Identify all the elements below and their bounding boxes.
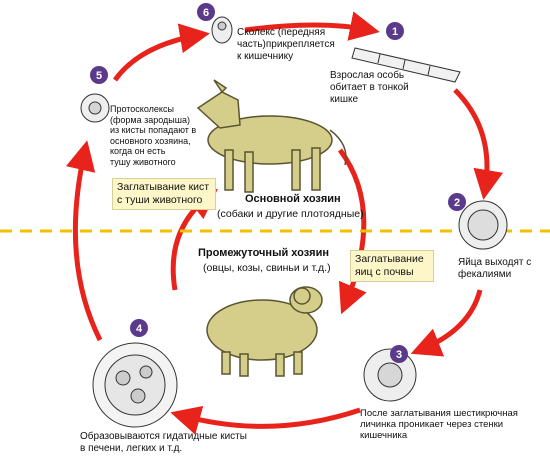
step-number-5: 5 xyxy=(96,70,102,82)
intermediate-host-subtitle: (овцы, козы, свиньи и т.д.) xyxy=(203,262,331,274)
step-badge-6 xyxy=(197,3,215,21)
step-badge-3 xyxy=(390,345,408,363)
intermediate-host-title: Промежуточный хозяин xyxy=(198,247,330,259)
step-number-1: 1 xyxy=(392,26,398,38)
route-label-to-definitive-host: Заглатывание кист с туши животного xyxy=(112,178,216,210)
step-badge-4 xyxy=(130,319,148,337)
step-2-caption: Яйца выходят с фекалиями xyxy=(458,257,532,280)
arrow-4-to-5 xyxy=(65,140,103,342)
arrow-1-to-2 xyxy=(453,88,504,200)
step-badge-5 xyxy=(90,66,108,84)
step-4-caption: Образовываются гидатидные кисты в печени… xyxy=(80,431,247,454)
definitive-host-title: Основной хозяин xyxy=(245,193,341,205)
step-number-4: 4 xyxy=(136,323,143,335)
step-5-caption: Протосколексы (форма зародыша) из кисты … xyxy=(110,104,197,167)
scolex-illustration xyxy=(211,16,233,44)
step-number-3: 3 xyxy=(396,349,402,361)
hydatid-cyst-illustration xyxy=(92,342,178,428)
egg-illustration xyxy=(458,200,508,250)
step-3-caption: После заглатывания шестикрючная личинка … xyxy=(360,408,518,441)
adult-worm-illustration xyxy=(351,47,461,83)
step-badges xyxy=(90,3,466,363)
step-badge-1 xyxy=(386,22,404,40)
arrow-6-to-1 xyxy=(244,11,380,41)
step-badge-2 xyxy=(448,193,466,211)
step-badge-numbers: 1 2 3 4 5 6 xyxy=(96,7,460,361)
inner-route-arrows xyxy=(170,148,367,315)
arrow-5-to-6 xyxy=(112,23,210,82)
route-label-to-intermediate-host: Заглатывание яиц с почвы xyxy=(350,250,434,282)
dog-illustration xyxy=(196,79,347,193)
step-number-6: 6 xyxy=(203,7,209,19)
arrow-to-intermediate-host xyxy=(337,148,367,315)
protoscolex-illustration xyxy=(80,93,110,123)
definitive-host-subtitle: (собаки и другие плотоядные) xyxy=(217,208,364,220)
outer-cycle-arrows xyxy=(65,11,504,435)
arrow-3-to-4 xyxy=(170,405,361,435)
hexacanth-larva-illustration xyxy=(363,348,417,402)
step-6-caption: Сколекс (передняя часть)прикрепляется к … xyxy=(237,27,335,62)
step-1-caption: Взрослая особь обитает в тонкой кишке xyxy=(330,70,409,105)
sheep-illustration xyxy=(206,286,323,377)
arrow-2-to-3 xyxy=(410,289,483,357)
step-number-2: 2 xyxy=(454,197,460,209)
